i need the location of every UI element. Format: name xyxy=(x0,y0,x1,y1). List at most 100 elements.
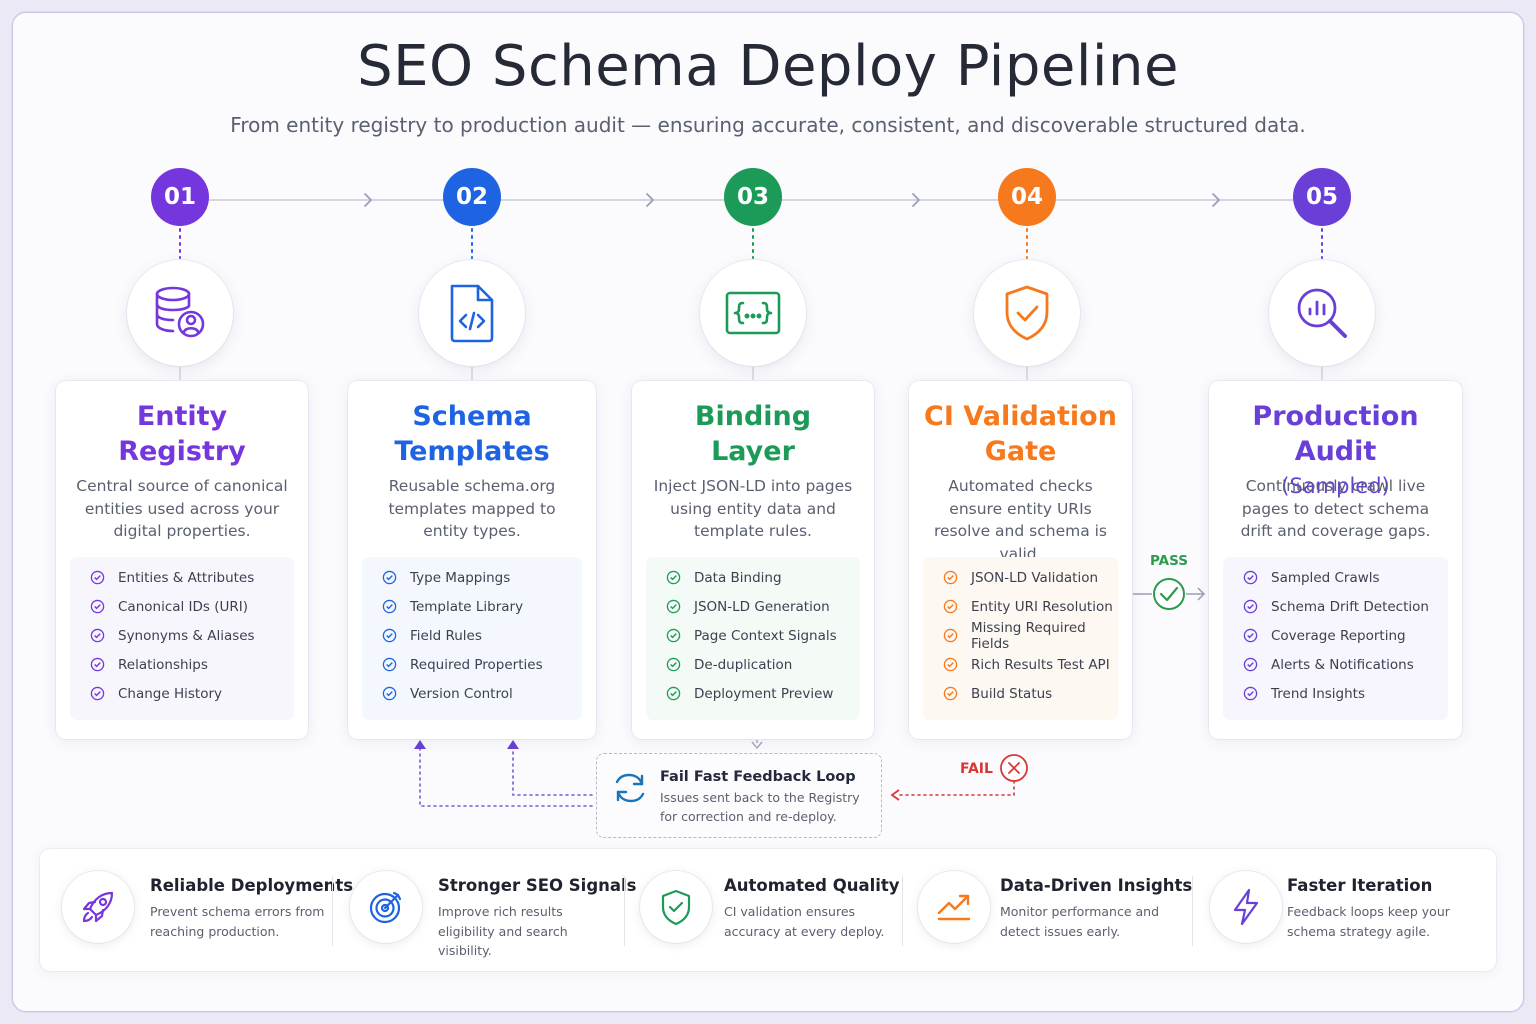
step-number-1: 01 xyxy=(151,168,209,226)
benefits-bar: Reliable Deployments Prevent schema erro… xyxy=(40,849,1496,971)
check-circle-icon xyxy=(943,570,958,585)
fail-label: FAIL xyxy=(960,761,993,777)
step-card-3: Binding Layer Inject JSON-LD into pages … xyxy=(632,381,874,739)
check-circle-icon xyxy=(943,686,958,701)
list-item: JSON-LD Validation xyxy=(923,563,1118,592)
pass-label: PASS xyxy=(1150,553,1188,569)
check-circle-icon xyxy=(90,570,105,585)
step-desc-2: Reusable schema.org templates mapped to … xyxy=(388,477,556,540)
list-item: Version Control xyxy=(362,679,582,708)
list-item: Type Mappings xyxy=(362,563,582,592)
code-file-icon xyxy=(450,284,494,343)
json-braces-icon xyxy=(725,291,781,335)
step-card-2: Schema Templates Reusable schema.org tem… xyxy=(348,381,596,739)
check-circle-icon xyxy=(90,599,105,614)
list-item: Data Binding xyxy=(646,563,860,592)
benefit-desc: Feedback loops keep your schema strategy… xyxy=(1287,904,1450,939)
benefit-divider xyxy=(1192,876,1193,946)
benefit-title: Reliable Deployments xyxy=(150,876,354,895)
page-title: SEO Schema Deploy Pipeline xyxy=(357,34,1179,99)
check-circle-icon xyxy=(666,628,681,643)
step-card-1: Entity Registry Central source of canoni… xyxy=(56,381,308,739)
step-number-3: 03 xyxy=(724,168,782,226)
check-circle-icon xyxy=(382,657,397,672)
benefit-icon-circle xyxy=(918,871,990,943)
step-title-5: Production Audit (Sampled) xyxy=(1252,401,1419,498)
step-icon-4 xyxy=(974,260,1080,366)
benefit-automated-quality: Automated Quality CI validation ensures … xyxy=(618,849,900,971)
benefit-desc: CI validation ensures accuracy at every … xyxy=(724,904,885,939)
check-circle-icon xyxy=(90,628,105,643)
check-circle-icon xyxy=(1243,657,1258,672)
list-item: JSON-LD Generation xyxy=(646,592,860,621)
step-title-4: CI Validation Gate xyxy=(924,401,1117,467)
benefit-icon-circle xyxy=(1210,871,1282,943)
benefit-desc: Improve rich results eligibility and sea… xyxy=(438,904,568,958)
list-item: Relationships xyxy=(70,650,294,679)
list-item: Entity URI Resolution xyxy=(923,592,1118,621)
lightning-icon xyxy=(1233,888,1259,926)
step-list-1: Entities & Attributes Canonical IDs (URI… xyxy=(70,557,294,720)
list-item: Sampled Crawls xyxy=(1223,563,1448,592)
check-circle-icon xyxy=(943,599,958,614)
benefit-title: Automated Quality xyxy=(724,876,900,895)
search-chart-icon xyxy=(1297,288,1347,338)
benefit-title: Faster Iteration xyxy=(1287,876,1433,895)
feedback-loop-box: Fail Fast Feedback Loop Issues sent back… xyxy=(596,753,882,838)
benefit-desc: Prevent schema errors from reaching prod… xyxy=(150,904,325,939)
feedback-title: Fail Fast Feedback Loop xyxy=(660,769,856,785)
list-item: Required Properties xyxy=(362,650,582,679)
step-card-4: CI Validation Gate Automated checks ensu… xyxy=(909,381,1132,739)
list-item: Build Status xyxy=(923,679,1118,708)
list-item: Rich Results Test API xyxy=(923,650,1118,679)
benefit-title: Stronger SEO Signals xyxy=(438,876,637,895)
step-icon-3 xyxy=(700,260,806,366)
step-list-3: Data Binding JSON-LD Generation Page Con… xyxy=(646,557,860,720)
list-item: Deployment Preview xyxy=(646,679,860,708)
check-circle-icon xyxy=(1243,628,1258,643)
benefit-icon-circle xyxy=(350,871,422,943)
step-list-2: Type Mappings Template Library Field Rul… xyxy=(362,557,582,720)
list-item: Alerts & Notifications xyxy=(1223,650,1448,679)
check-circle-icon xyxy=(666,686,681,701)
benefit-title: Data-Driven Insights xyxy=(1000,876,1193,895)
step-title-3: Binding Layer xyxy=(694,401,812,467)
step-title-1: Entity Registry xyxy=(118,401,246,467)
step-number-2: 02 xyxy=(443,168,501,226)
check-circle-icon xyxy=(90,686,105,701)
benefit-desc: Monitor performance and detect issues ea… xyxy=(1000,904,1160,939)
list-item: Template Library xyxy=(362,592,582,621)
check-circle-icon xyxy=(1243,686,1258,701)
check-circle-icon xyxy=(382,570,397,585)
benefit-divider xyxy=(624,876,625,946)
list-item: Entities & Attributes xyxy=(70,563,294,592)
step-desc-4: Automated checks ensure entity URIs reso… xyxy=(933,477,1108,563)
refresh-icon xyxy=(615,773,645,803)
check-circle-icon xyxy=(666,657,681,672)
check-circle-icon xyxy=(943,657,958,672)
step-desc-5: Continuously crawl live pages to detect … xyxy=(1240,477,1431,540)
rocket-icon xyxy=(82,891,114,923)
step-icon-5 xyxy=(1269,260,1375,366)
shield-check-icon xyxy=(1005,285,1049,341)
list-item: Missing Required Fields xyxy=(923,620,1118,652)
benefit-stronger-seo-signals: Stronger SEO Signals Improve rich result… xyxy=(328,849,637,971)
list-item: Canonical IDs (URI) xyxy=(70,592,294,621)
step-icon-1 xyxy=(127,260,233,366)
list-item: Field Rules xyxy=(362,621,582,650)
shield-check-icon xyxy=(661,889,691,926)
check-circle-icon xyxy=(382,628,397,643)
check-circle-icon xyxy=(382,686,397,701)
benefit-data-driven-insights: Data-Driven Insights Monitor performance… xyxy=(896,849,1192,971)
list-item: Page Context Signals xyxy=(646,621,860,650)
page-subtitle: From entity registry to production audit… xyxy=(230,113,1306,137)
step-list-5: Sampled Crawls Schema Drift Detection Co… xyxy=(1223,557,1448,720)
step-list-4: JSON-LD Validation Entity URI Resolution… xyxy=(923,557,1118,720)
step-desc-3: Inject JSON-LD into pages using entity d… xyxy=(653,477,853,540)
list-item: Trend Insights xyxy=(1223,679,1448,708)
step-card-5: Production Audit (Sampled) Continuously … xyxy=(1209,381,1462,739)
step-title-2: Schema Templates xyxy=(394,401,550,467)
step-desc-1: Central source of canonical entities use… xyxy=(76,477,288,540)
check-circle-icon xyxy=(1243,599,1258,614)
